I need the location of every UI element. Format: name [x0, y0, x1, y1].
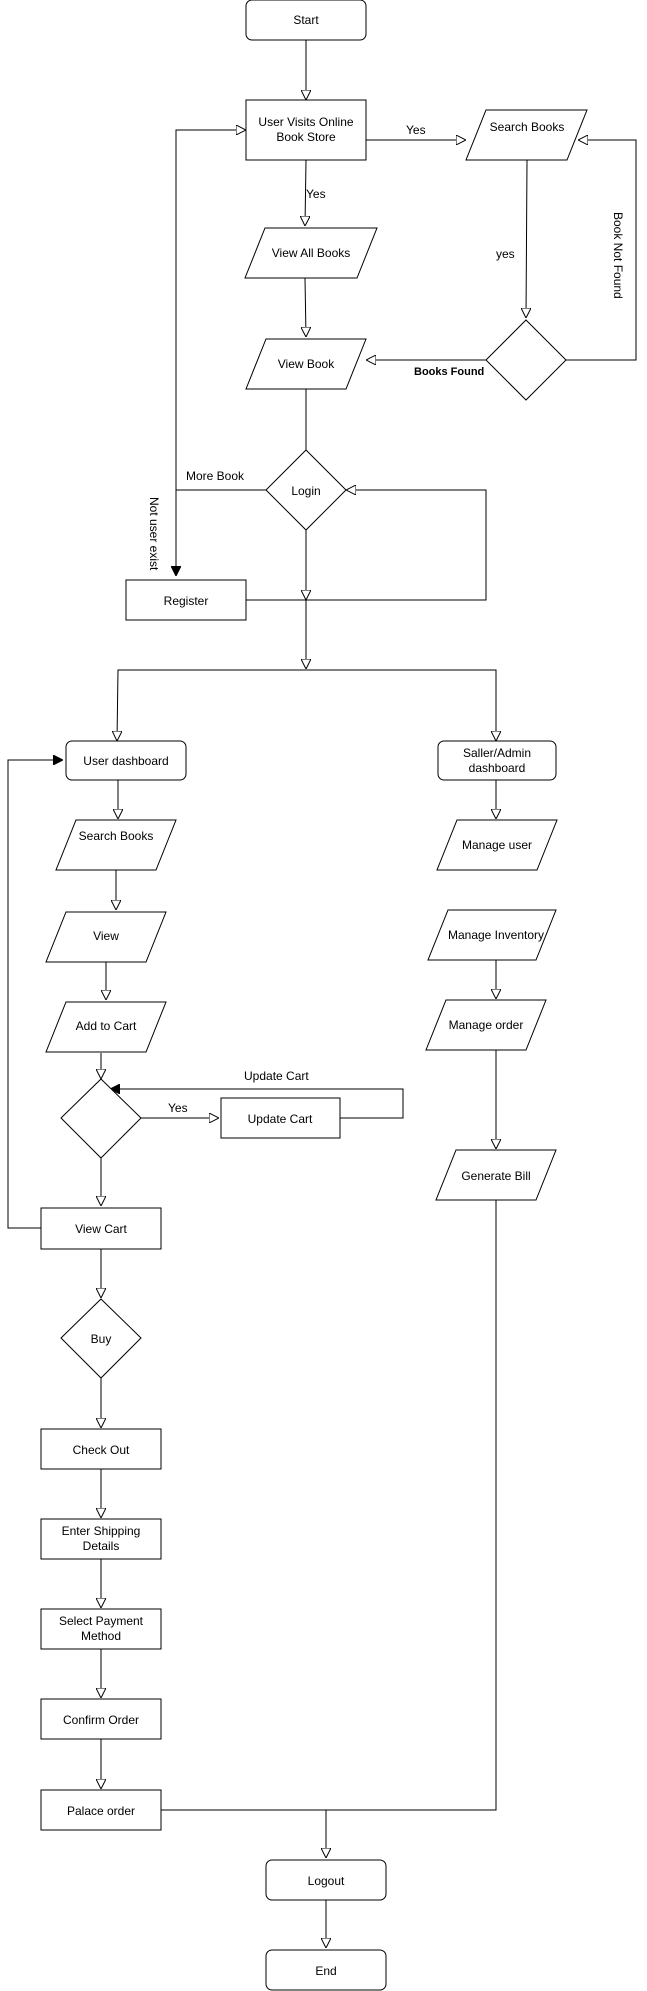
edge-labels: Yes Yes yes Book Not Found Books Found M… — [147, 123, 625, 1115]
view-cart-label: View Cart — [75, 1222, 127, 1236]
manage-order-label: Manage order — [449, 1018, 524, 1032]
shipping-label-1: Enter Shipping — [62, 1524, 141, 1538]
view-book-label: View Book — [278, 357, 335, 371]
end-label: End — [315, 1964, 336, 1978]
place-order-node: Palace order — [40, 1789, 162, 1831]
login-label: Login — [291, 484, 320, 498]
label-yes-search-decision: yes — [496, 247, 515, 261]
label-update-cart-loop: Update Cart — [244, 1069, 309, 1083]
payment-label-1: Select Payment — [59, 1614, 144, 1628]
user-dashboard-node: User dashboard — [65, 740, 187, 781]
place-order-label: Palace order — [67, 1804, 135, 1818]
update-cart-label: Update Cart — [248, 1112, 313, 1126]
search-decision-node — [485, 319, 567, 401]
payment-node: Select Payment Method — [40, 1608, 162, 1650]
view-all-books-label: View All Books — [272, 246, 351, 260]
edge-viewall-to-viewbook — [305, 277, 306, 337]
logout-label: Logout — [308, 1874, 345, 1888]
start-label: Start — [293, 13, 319, 27]
login-node: Login — [265, 449, 347, 531]
edge-login-more-book — [175, 130, 266, 491]
add-to-cart-node: Add to Cart — [45, 1001, 167, 1053]
label-books-found: Books Found — [414, 366, 484, 378]
edge-decision-not-found — [566, 140, 637, 361]
user-visits-node: User Visits Online Book Store — [245, 99, 367, 161]
manage-inventory-node: Manage Inventory — [427, 909, 557, 961]
view-book-node: View Book — [245, 338, 367, 390]
label-not-user-exist: Not user exist — [147, 497, 161, 571]
label-yes-to-search: Yes — [406, 123, 426, 137]
start-node: Start — [245, 0, 367, 41]
cart-decision-node — [60, 1078, 142, 1159]
admin-dashboard-label-1: Saller/Admin — [463, 746, 531, 760]
view-label: View — [93, 929, 119, 943]
edges — [7, 40, 637, 1948]
admin-dashboard-node: Saller/Admin dashboard — [437, 740, 557, 781]
admin-dashboard-label-2: dashboard — [469, 761, 526, 775]
label-yes-update-cart: Yes — [168, 1101, 188, 1115]
check-out-node: Check Out — [40, 1428, 162, 1470]
buy-node: Buy — [60, 1298, 142, 1379]
confirm-order-label: Confirm Order — [63, 1713, 139, 1727]
user-visits-label-2: Book Store — [276, 130, 336, 144]
register-label: Register — [164, 594, 209, 608]
check-out-label: Check Out — [73, 1443, 130, 1457]
edge-update-loop — [110, 1089, 404, 1119]
user-dashboard-label: User dashboard — [83, 754, 168, 768]
user-visits-label-1: User Visits Online — [258, 115, 353, 129]
logout-node: Logout — [265, 1859, 387, 1901]
confirm-order-node: Confirm Order — [40, 1698, 162, 1740]
edge-search-to-decision — [526, 159, 527, 318]
view-all-books-node: View All Books — [244, 227, 378, 279]
search-books-user-label: Search Books — [79, 829, 154, 843]
label-book-not-found: Book Not Found — [611, 212, 625, 299]
update-cart-node: Update Cart — [220, 1097, 341, 1139]
edge-place-to-logout — [161, 1809, 326, 1858]
buy-label: Buy — [91, 1332, 112, 1346]
manage-inventory-label: Manage Inventory — [448, 928, 544, 942]
generate-bill-label: Generate Bill — [461, 1169, 530, 1183]
edge-visit-to-viewall — [305, 159, 306, 226]
shipping-label-2: Details — [83, 1539, 120, 1553]
search-books-user-node: Search Books — [55, 819, 177, 871]
label-more-book: More Book — [186, 469, 245, 483]
edge-register-to-login — [246, 490, 487, 601]
edge-bill-to-logout — [326, 1200, 497, 1811]
register-node: Register — [125, 579, 247, 621]
nodes: Start User Visits Online Book Store Sear… — [40, 0, 588, 1991]
search-books-top-label: Search Books — [490, 120, 565, 134]
edge-split-left — [117, 669, 306, 741]
label-yes-to-view-all: Yes — [306, 187, 326, 201]
view-node: View — [45, 911, 167, 963]
generate-bill-node: Generate Bill — [435, 1149, 557, 1201]
manage-order-node: Manage order — [425, 999, 547, 1051]
add-to-cart-label: Add to Cart — [76, 1019, 137, 1033]
view-cart-node: View Cart — [40, 1207, 162, 1250]
payment-label-2: Method — [81, 1629, 121, 1643]
search-books-top-node: Search Books — [465, 109, 588, 161]
edge-viewcart-to-dashboard — [7, 760, 63, 1229]
manage-user-node: Manage user — [436, 819, 558, 871]
shipping-node: Enter Shipping Details — [40, 1518, 162, 1560]
manage-user-label: Manage user — [462, 838, 532, 852]
end-node: End — [265, 1949, 387, 1991]
edge-split-right — [306, 669, 496, 741]
